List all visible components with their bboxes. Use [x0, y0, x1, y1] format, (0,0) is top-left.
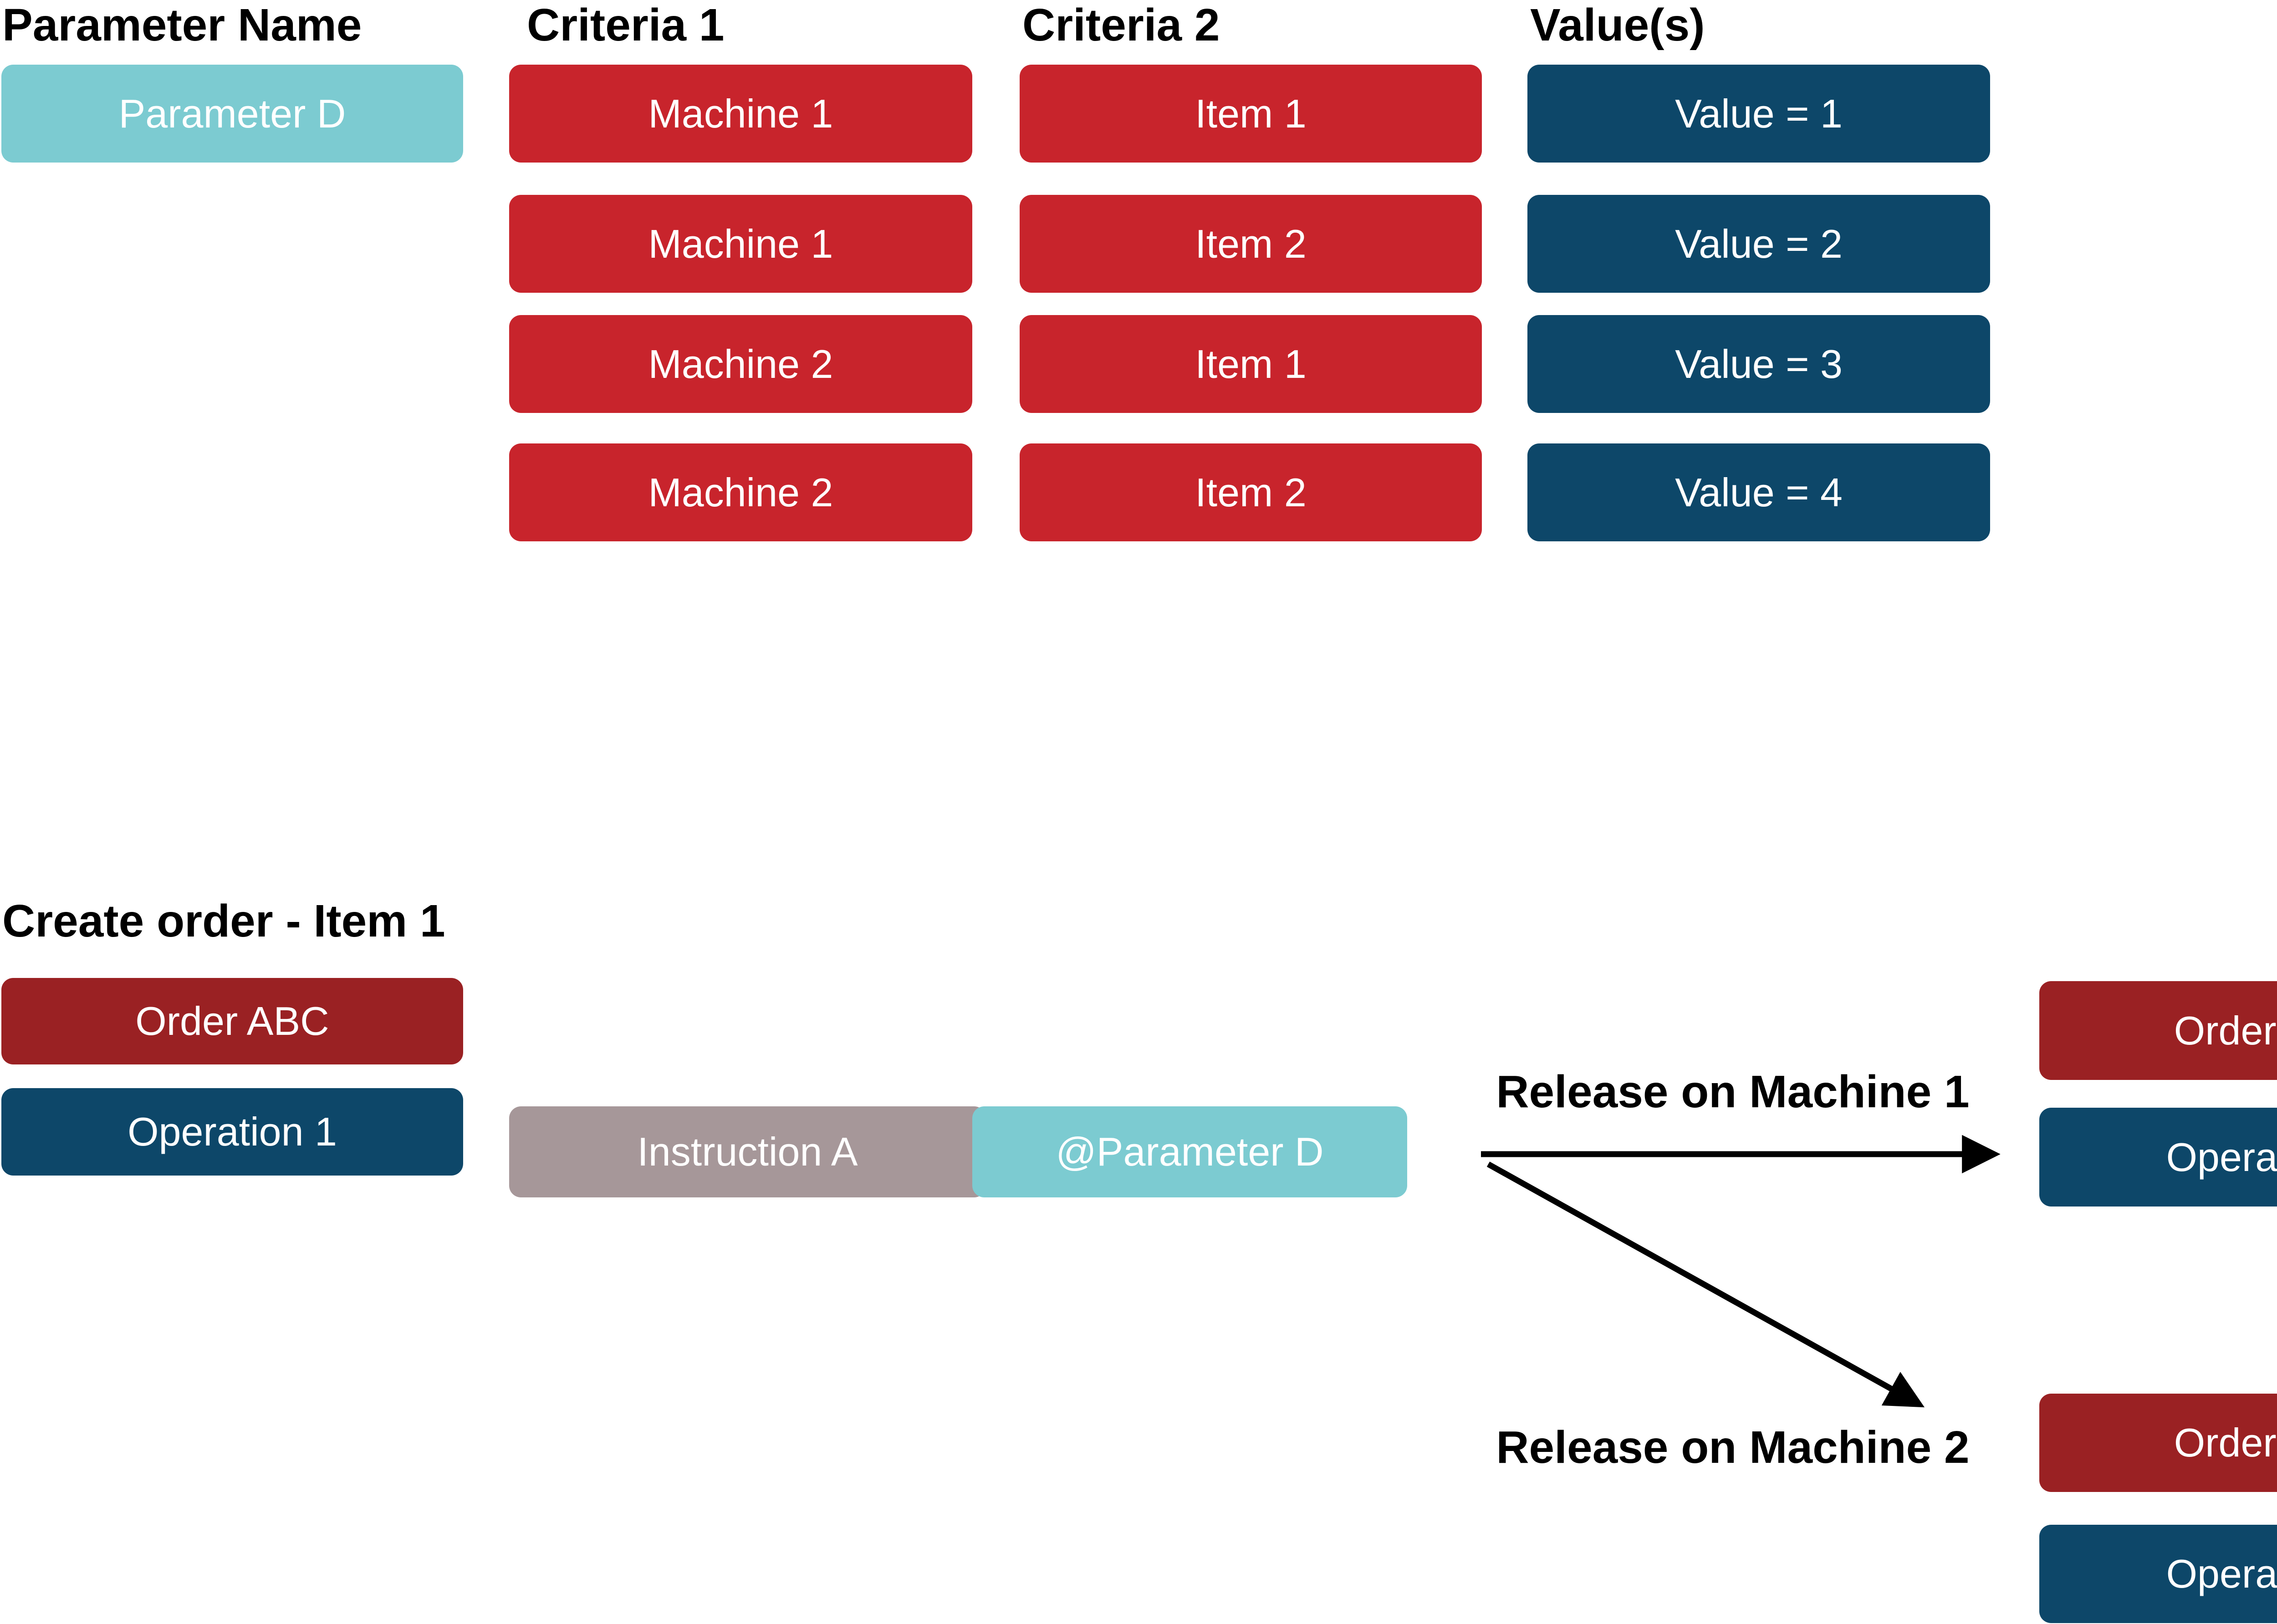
- release-arrow-machine-2: [1486, 1161, 1925, 1408]
- result2-order-box: Order ABC: [2039, 1394, 2277, 1492]
- criteria2-row1-box: Item 1: [1020, 65, 1482, 163]
- source-instruction-box: Instruction A: [509, 1106, 986, 1197]
- criteria1-row4-box: Machine 2: [509, 443, 972, 541]
- parameter-d-box: Parameter D: [1, 65, 463, 163]
- header-criteria-1: Criteria 1: [527, 0, 725, 51]
- criteria2-row2-box: Item 2: [1020, 195, 1482, 293]
- value-row3-box: Value = 3: [1527, 315, 1990, 413]
- value-row1-box: Value = 1: [1527, 65, 1990, 163]
- value-row2-box: Value = 2: [1527, 195, 1990, 293]
- criteria2-row3-box: Item 1: [1020, 315, 1482, 413]
- header-criteria-2: Criteria 2: [1022, 0, 1220, 51]
- result2-operation-box: Operation 1: [2039, 1525, 2277, 1623]
- release-machine-2-label: Release on Machine 2: [1496, 1422, 1970, 1473]
- criteria1-row1-box: Machine 1: [509, 65, 972, 163]
- header-values: Value(s): [1530, 0, 1705, 51]
- create-order-title: Create order - Item 1: [2, 896, 445, 947]
- header-parameter-name: Parameter Name: [2, 0, 362, 51]
- criteria1-row2-box: Machine 1: [509, 195, 972, 293]
- criteria1-row3-box: Machine 2: [509, 315, 972, 413]
- release-machine-1-label: Release on Machine 1: [1496, 1066, 1970, 1117]
- result1-order-box: Order ABC: [2039, 981, 2277, 1080]
- result1-operation-box: Operation 1: [2039, 1108, 2277, 1207]
- criteria2-row4-box: Item 2: [1020, 443, 1482, 541]
- source-operation-box: Operation 1: [1, 1088, 463, 1176]
- value-row4-box: Value = 4: [1527, 443, 1990, 541]
- source-parameter-ref-box: @Parameter D: [972, 1106, 1407, 1197]
- source-order-box: Order ABC: [1, 978, 463, 1064]
